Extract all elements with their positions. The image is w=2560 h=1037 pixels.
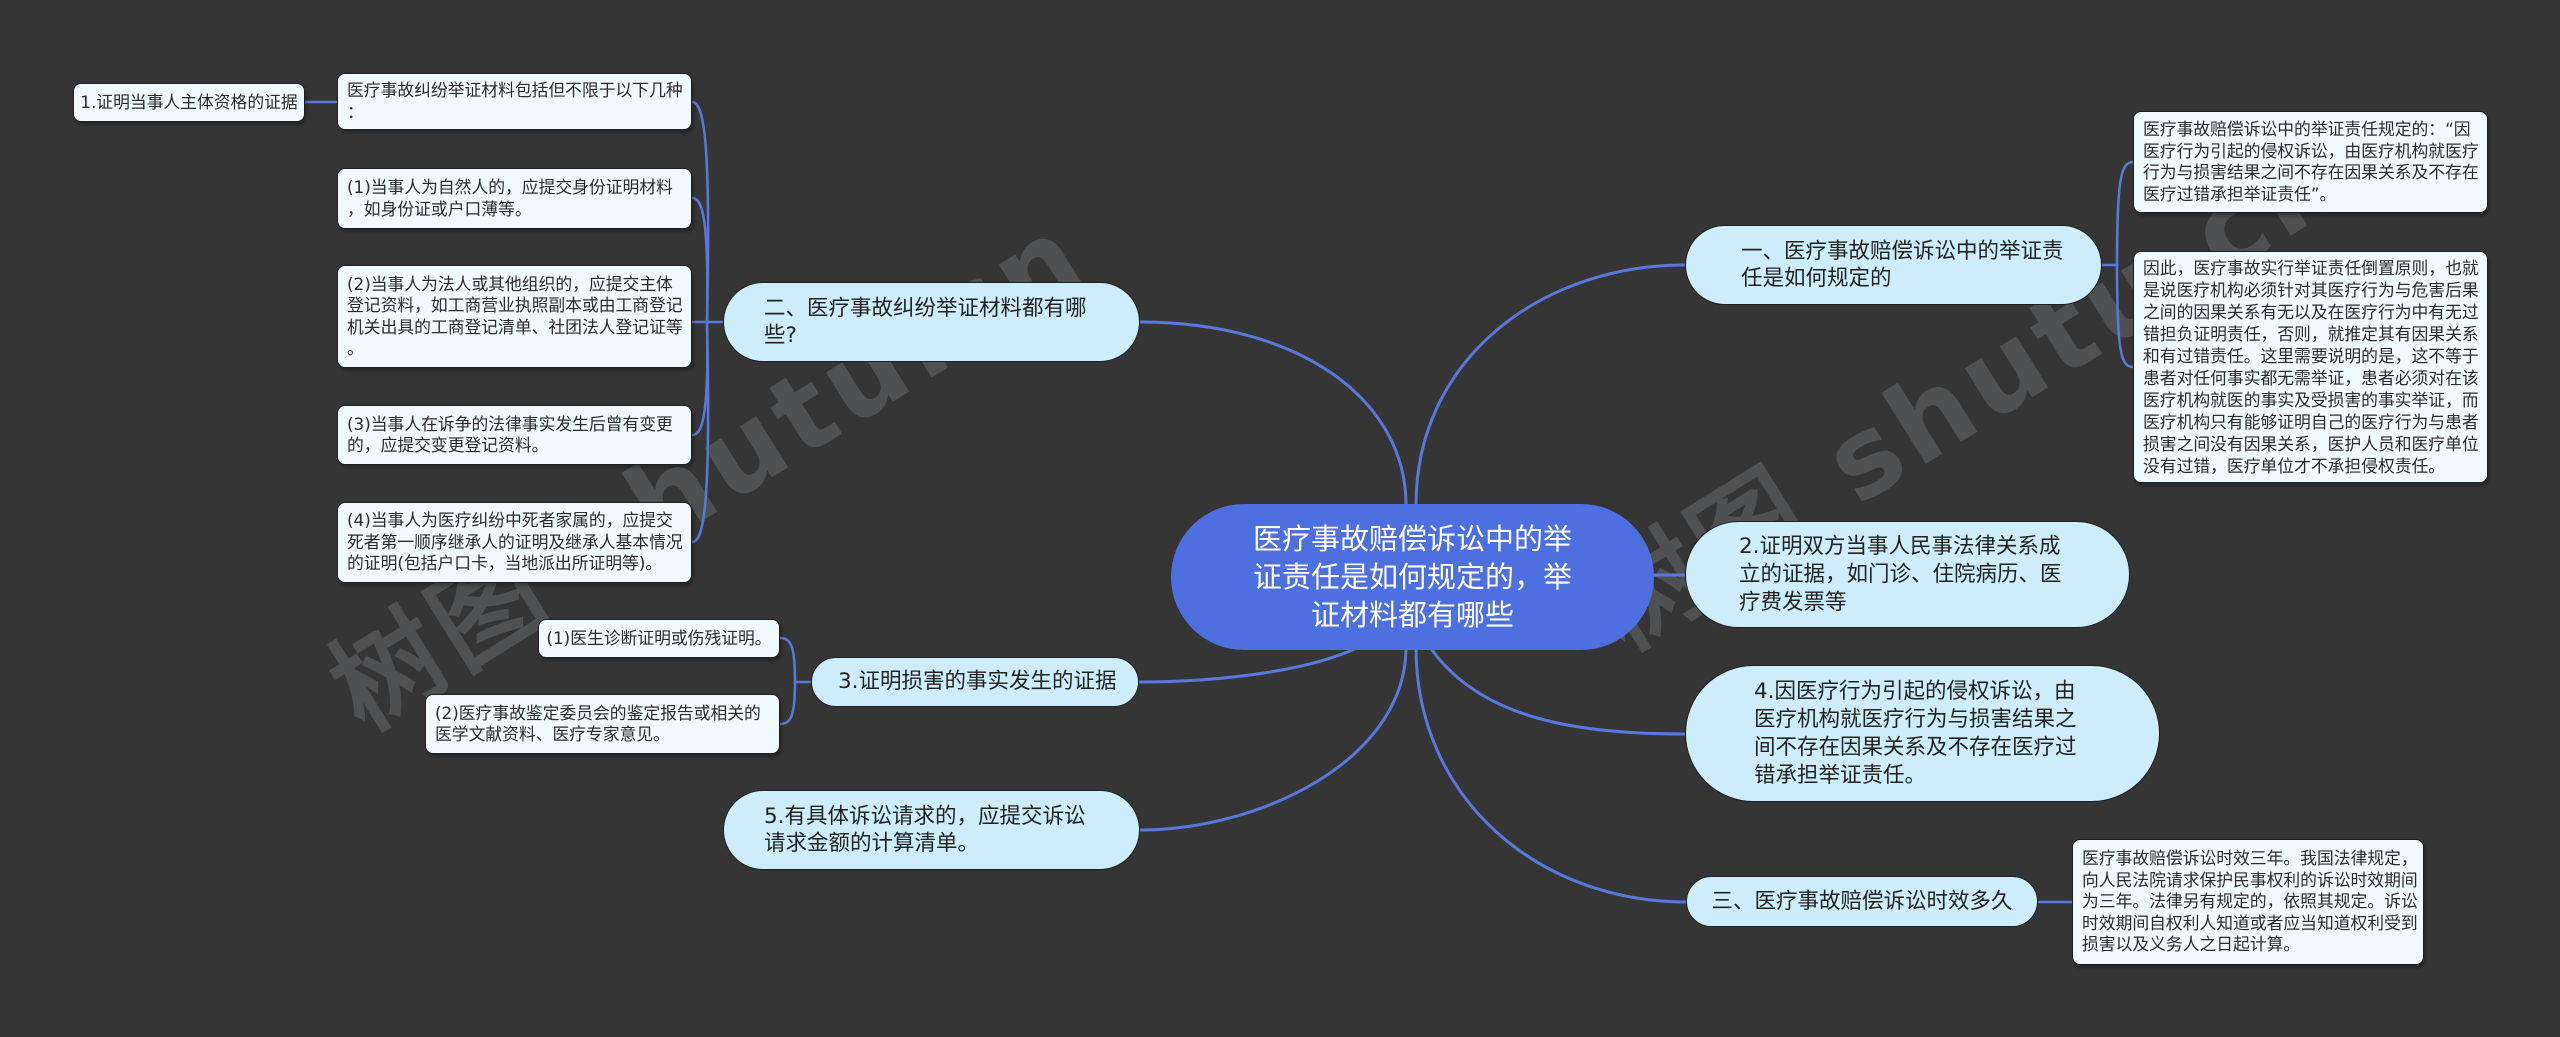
note-materials-intro: 医疗事故纠纷举证材料包括但不限于以下几种 ： — [337, 73, 692, 130]
connector-topic-2-child-4 — [690, 320, 710, 544]
topic-label: 2.证明双方当事人民事法律关系成 立的证据，如门诊、住院病历、医 疗费发票等 — [1739, 533, 2062, 615]
topic-label: 二、医疗事故纠纷举证材料都有哪 些? — [764, 295, 1087, 349]
note-diagnosis-certificate: (1)医生诊断证明或伤残证明。 — [538, 619, 780, 658]
topic-label: 3.证明损害的事实发生的证据 — [838, 669, 1117, 695]
connector-central-to-topic-2 — [1138, 320, 1408, 507]
topic-limitation-period: 三、医疗事故赔偿诉讼时效多久 — [1686, 876, 2038, 927]
connector-central-to-topic-1 — [1414, 263, 1687, 507]
note-text: (1)医生诊断证明或伤残证明。 — [546, 627, 772, 648]
note-party-change: (3)当事人在诉争的法律事实发生后曾有变更 的，应提交变更登记资料。 — [337, 405, 692, 465]
connector-central-to-evidence-claim — [1138, 645, 1408, 832]
topic-label: 三、医疗事故赔偿诉讼时效多久 — [1711, 888, 2013, 914]
note-text: (2)当事人为法人或其他组织的，应提交主体 登记资料，如工商营业执照副本或由工商… — [347, 273, 683, 359]
connector-topic-2-child-0 — [690, 100, 710, 324]
note-text: (3)当事人在诉争的法律事实发生后曾有变更 的，应提交变更登记资料。 — [347, 413, 673, 456]
topic-evidence-materials: 二、医疗事故纠纷举证材料都有哪 些? — [723, 282, 1140, 362]
topic-burden-of-proof: 一、医疗事故赔偿诉讼中的举证责 任是如何规定的 — [1685, 225, 2102, 305]
connector-central-to-evidence-tort — [1428, 645, 1687, 736]
connector-central-to-evidence-damage — [1137, 645, 1361, 684]
connector-topic-1-child-1 — [2115, 263, 2135, 369]
topic-evidence-tort-litigation: 4.因医疗行为引起的侵权诉讼，由 医疗机构就医疗行为与损害结果之 间不存在因果关… — [1685, 665, 2160, 802]
note-text: 1.证明当事人主体资格的证据 — [80, 91, 298, 112]
connector-topic-2-child-3 — [690, 320, 709, 437]
note-text: 医疗事故赔偿诉讼时效三年。我国法律规定， 向人民法院请求保护民事权利的诉讼时效期… — [2082, 848, 2418, 955]
connector-damage-child-0 — [778, 636, 797, 684]
note-natural-person: (1)当事人为自然人的，应提交身份证明材料 ，如身份证或户口薄等。 — [337, 168, 692, 229]
note-subject-qualification-evidence: 1.证明当事人主体资格的证据 — [73, 83, 305, 122]
topic-label: 一、医疗事故赔偿诉讼中的举证责 任是如何规定的 — [1741, 238, 2064, 292]
topic-label: 4.因医疗行为引起的侵权诉讼，由 医疗机构就医疗行为与损害结果之 间不存在因果关… — [1754, 678, 2077, 788]
topic-label: 5.有具体诉讼请求的，应提交诉讼 请求金额的计算清单。 — [764, 803, 1086, 857]
note-legal-person: (2)当事人为法人或其他组织的，应提交主体 登记资料，如工商营业执照副本或由工商… — [337, 265, 692, 368]
connector-topic-2-child-1 — [690, 196, 709, 324]
topic-evidence-damage-facts: 3.证明损害的事实发生的证据 — [811, 657, 1139, 707]
topic-claim-amount-list: 5.有具体诉讼请求的，应提交诉讼 请求金额的计算清单。 — [723, 790, 1140, 870]
note-text: 医疗事故纠纷举证材料包括但不限于以下几种 ： — [347, 80, 683, 122]
note-text: 因此，医疗事故实行举证责任倒置原则，也就 是说医疗机构必须针对其医疗行为与危害后… — [2143, 258, 2479, 476]
note-text: 医疗事故赔偿诉讼中的举证责任规定的：“因 医疗行为引起的侵权诉讼，由医疗机构就医… — [2143, 119, 2479, 204]
topic-evidence-legal-relationship: 2.证明双方当事人民事法律关系成 立的证据，如门诊、住院病历、医 疗费发票等 — [1685, 521, 2130, 628]
note-text: (2)医疗事故鉴定委员会的鉴定报告或相关的 医学文献资料、医疗专家意见。 — [435, 702, 761, 745]
note-appraisal-report: (2)医疗事故鉴定委员会的鉴定报告或相关的 医学文献资料、医疗专家意见。 — [425, 694, 780, 754]
central-topic: 医疗事故赔偿诉讼中的举 证责任是如何规定的，举 证材料都有哪些 — [1171, 504, 1654, 650]
note-burden-reversal: 因此，医疗事故实行举证责任倒置原则，也就 是说医疗机构必须针对其医疗行为与危害后… — [2133, 251, 2488, 483]
note-limitation-period: 医疗事故赔偿诉讼时效三年。我国法律规定， 向人民法院请求保护民事权利的诉讼时效期… — [2072, 839, 2424, 965]
note-text: (1)当事人为自然人的，应提交身份证明材料 ，如身份证或户口薄等。 — [347, 177, 673, 219]
note-text: (4)当事人为医疗纠纷中死者家属的，应提交 死者第一顺序继承人的证明及继承人基本… — [347, 510, 683, 574]
connector-damage-child-1 — [778, 680, 797, 726]
connector-topic-1-child-0 — [2115, 160, 2135, 267]
connector-central-to-topic-3 — [1414, 645, 1688, 904]
note-burden-of-proof-rule: 医疗事故赔偿诉讼中的举证责任规定的：“因 医疗行为引起的侵权诉讼，由医疗机构就医… — [2133, 111, 2488, 213]
central-topic-label: 医疗事故赔偿诉讼中的举 证责任是如何规定的，举 证材料都有哪些 — [1252, 522, 1572, 632]
note-deceased-family: (4)当事人为医疗纠纷中死者家属的，应提交 死者第一顺序继承人的证明及继承人基本… — [337, 502, 692, 583]
